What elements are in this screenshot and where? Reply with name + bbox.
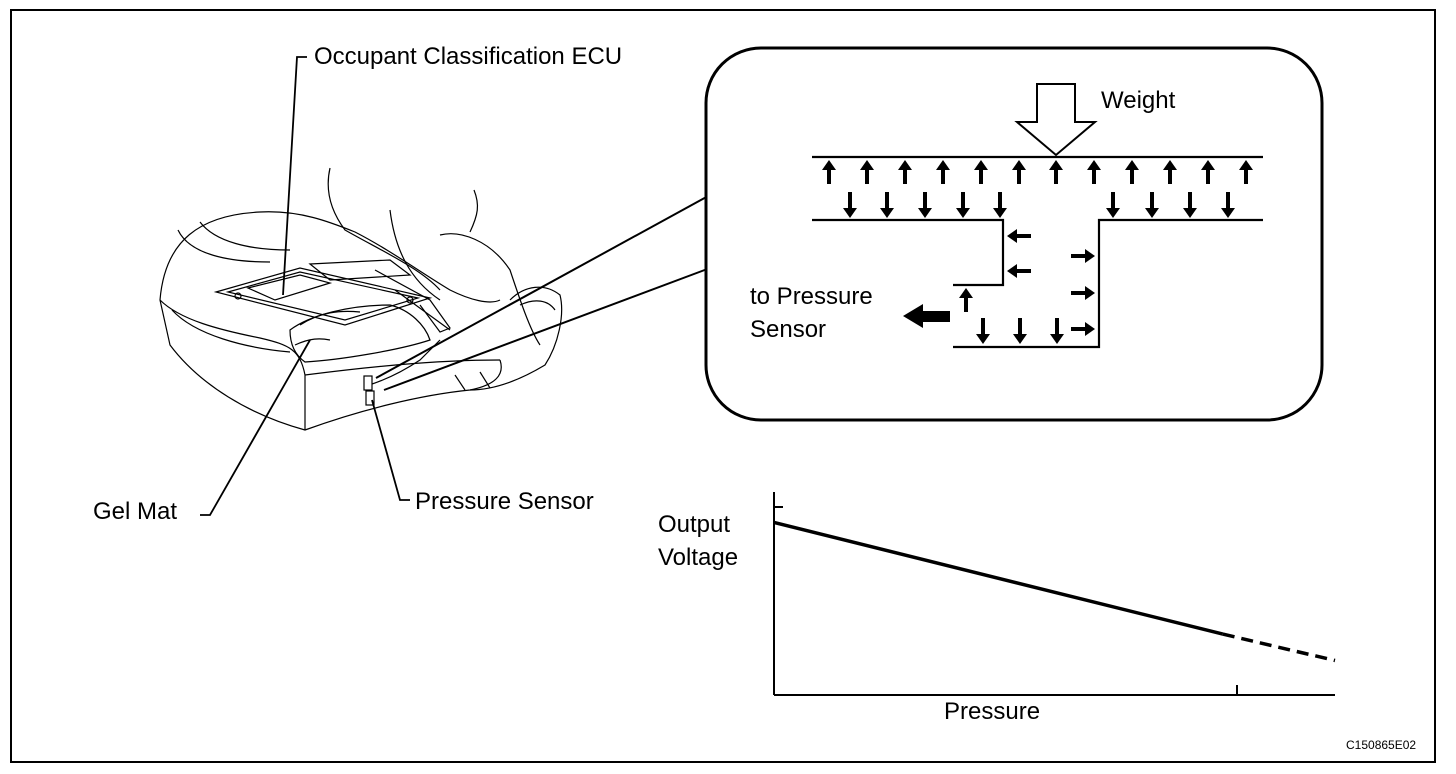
callout-wedge xyxy=(375,194,711,391)
weight-arrow-icon xyxy=(1014,83,1098,157)
down-arrow-icon xyxy=(1106,192,1120,218)
up-arrow-icon xyxy=(1087,160,1101,184)
weight-label: Weight xyxy=(1101,87,1176,114)
figure-frame xyxy=(10,9,1436,763)
leader-lines xyxy=(200,56,410,516)
down-arrow-icon xyxy=(993,192,1007,218)
up-arrow-icon xyxy=(1012,160,1026,184)
down-arrow-icon xyxy=(976,318,990,344)
voltage-line-dashed xyxy=(1222,632,1336,663)
to-pressure-label-line1: to Pressure xyxy=(750,283,873,310)
pressure-arrows xyxy=(822,160,1253,344)
to-pressure-label-line2: Sensor xyxy=(750,316,827,343)
ecu-label: Occupant Classification ECU xyxy=(314,43,623,70)
up-arrow-icon xyxy=(822,160,836,184)
voltage-chart xyxy=(773,492,1336,696)
left-arrow-icon xyxy=(1007,229,1031,243)
figure-code: C150865E02 xyxy=(1346,738,1417,752)
up-arrow-icon xyxy=(1049,160,1063,184)
right-arrow-icon xyxy=(1071,286,1095,300)
seat-illustration xyxy=(159,167,563,431)
gel-mat-label: Gel Mat xyxy=(93,498,178,525)
up-arrow-icon xyxy=(974,160,988,184)
up-arrow-icon xyxy=(1239,160,1253,184)
down-arrow-icon xyxy=(1183,192,1197,218)
pressure-sensor-label: Pressure Sensor xyxy=(415,488,594,515)
up-arrow-icon xyxy=(898,160,912,184)
pressure-sensor-leader-line xyxy=(371,399,410,501)
up-arrow-icon xyxy=(1125,160,1139,184)
right-arrow-icon xyxy=(1071,249,1095,263)
y-axis-label: Output Voltage xyxy=(658,511,739,571)
down-arrow-icon xyxy=(843,192,857,218)
down-arrow-icon xyxy=(918,192,932,218)
left-arrow-icon xyxy=(1007,264,1031,278)
up-arrow-icon xyxy=(1163,160,1177,184)
up-arrow-icon xyxy=(959,288,973,312)
down-arrow-icon xyxy=(1145,192,1159,218)
down-arrow-icon xyxy=(956,192,970,218)
up-arrow-icon xyxy=(860,160,874,184)
down-arrow-icon xyxy=(1221,192,1235,218)
gel-mat-leader-line xyxy=(200,339,311,516)
gel-chamber xyxy=(812,155,1263,349)
ecu-leader-line xyxy=(282,56,307,296)
down-arrow-icon xyxy=(1013,318,1027,344)
up-arrow-icon xyxy=(1201,160,1215,184)
down-arrow-icon xyxy=(1050,318,1064,344)
right-arrow-icon xyxy=(1071,322,1095,336)
to-sensor-arrow-icon xyxy=(903,304,950,328)
up-arrow-icon xyxy=(936,160,950,184)
x-axis-label: Pressure xyxy=(944,698,1041,725)
voltage-line-solid xyxy=(773,520,1224,636)
down-arrow-icon xyxy=(880,192,894,218)
